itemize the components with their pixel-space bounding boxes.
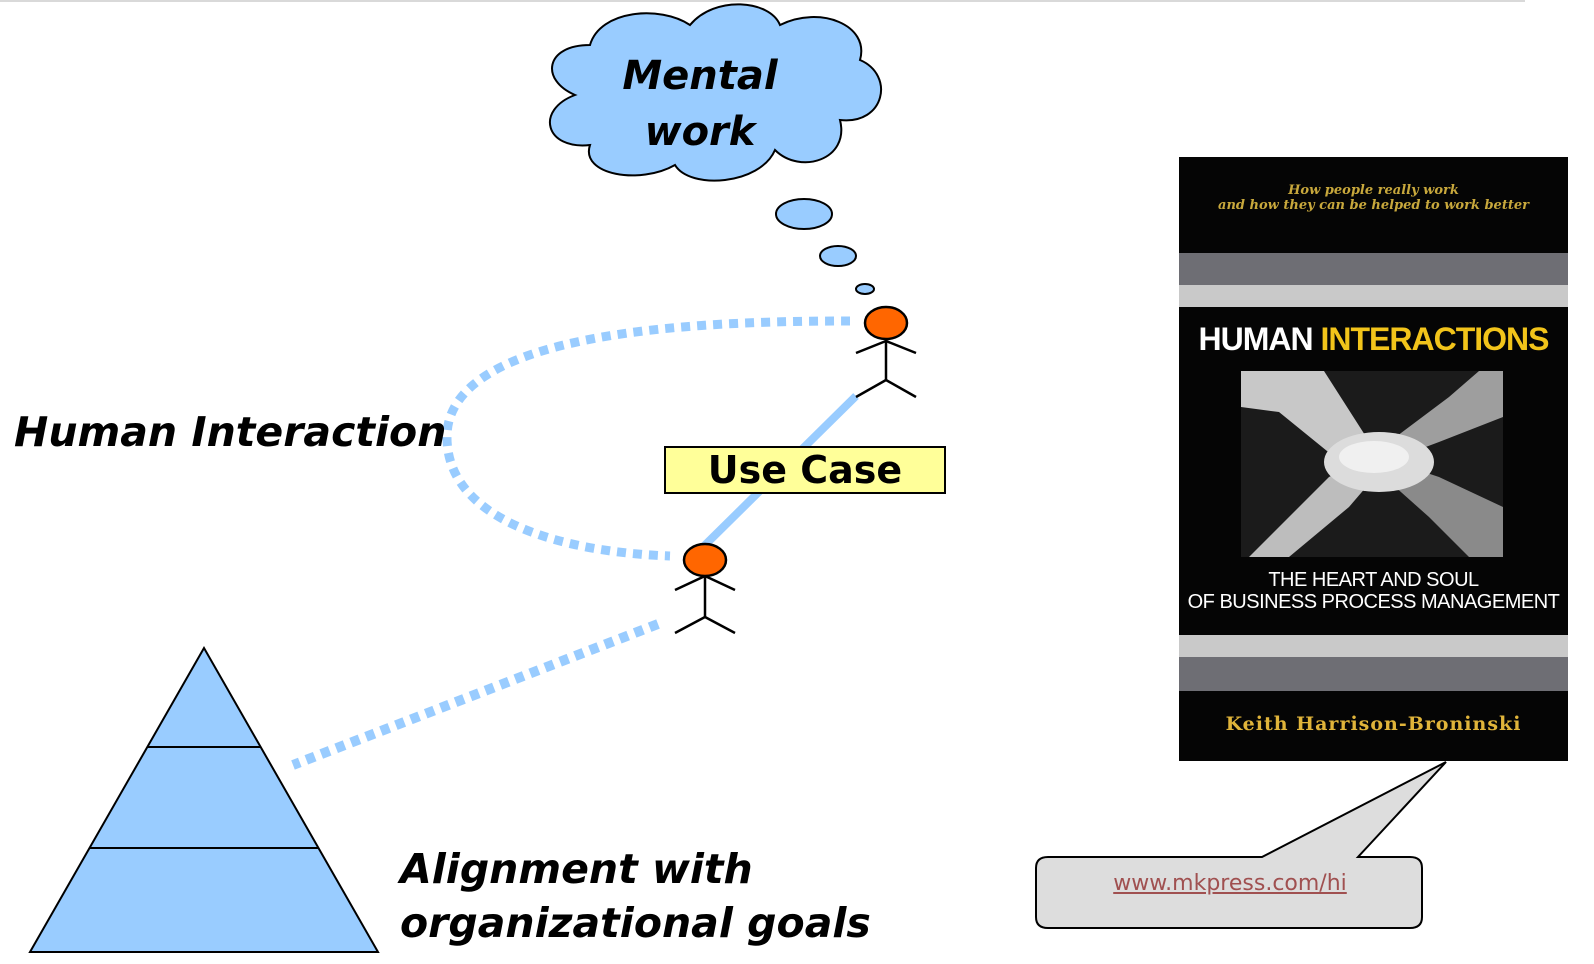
book-subtitle-line1: THE HEART AND SOUL (1268, 569, 1479, 591)
alignment-label-line2: organizational goals (400, 899, 871, 947)
human-interaction-label: Human Interaction (14, 408, 447, 456)
book-title-part1: HUMAN (1198, 321, 1314, 357)
mental-work-line1: Mental (622, 53, 778, 99)
alignment-label-line1: Alignment with (400, 845, 753, 893)
thought-bubble-medium (819, 245, 857, 267)
callout-bubble (1035, 761, 1447, 929)
book-band-light (1179, 285, 1568, 307)
hands-illustration (1241, 371, 1503, 557)
book-tagline-line2: and how they can be helped to work bette… (1218, 198, 1529, 213)
book-subtitle: THE HEART AND SOUL OF BUSINESS PROCESS M… (1179, 569, 1568, 613)
book-band-gray (1179, 253, 1568, 285)
thought-cloud (548, 3, 883, 182)
mental-work-label: Mental work (560, 48, 840, 160)
book-subtitle-line2: OF BUSINESS PROCESS MANAGEMENT (1187, 591, 1560, 613)
book-tagline-line1: How people really work (1288, 183, 1459, 198)
book-band-light-lower (1179, 635, 1568, 657)
alignment-link (291, 619, 660, 770)
actor-icon (855, 305, 917, 399)
thought-bubble-small (855, 283, 875, 295)
use-case-box: Use Case (664, 446, 946, 494)
mental-work-line2: work (644, 109, 756, 155)
book-author: Keith Harrison-Broninski (1225, 713, 1522, 735)
book-tagline: How people really work and how they can … (1179, 183, 1568, 213)
alignment-label: Alignment with organizational goals (400, 842, 871, 950)
book-band-gray-lower (1179, 657, 1568, 691)
interaction-loop-link (442, 316, 851, 561)
actor-icon (674, 542, 736, 635)
book-title: HUMAN INTERACTIONS (1179, 321, 1568, 358)
book-cover-image: How people really work and how they can … (1179, 157, 1568, 761)
book-title-part2: INTERACTIONS (1320, 321, 1549, 357)
thought-bubble-large (775, 198, 833, 230)
pyramid (28, 645, 380, 953)
mkpress-link[interactable]: www.mkpress.com/hi (1113, 871, 1347, 896)
